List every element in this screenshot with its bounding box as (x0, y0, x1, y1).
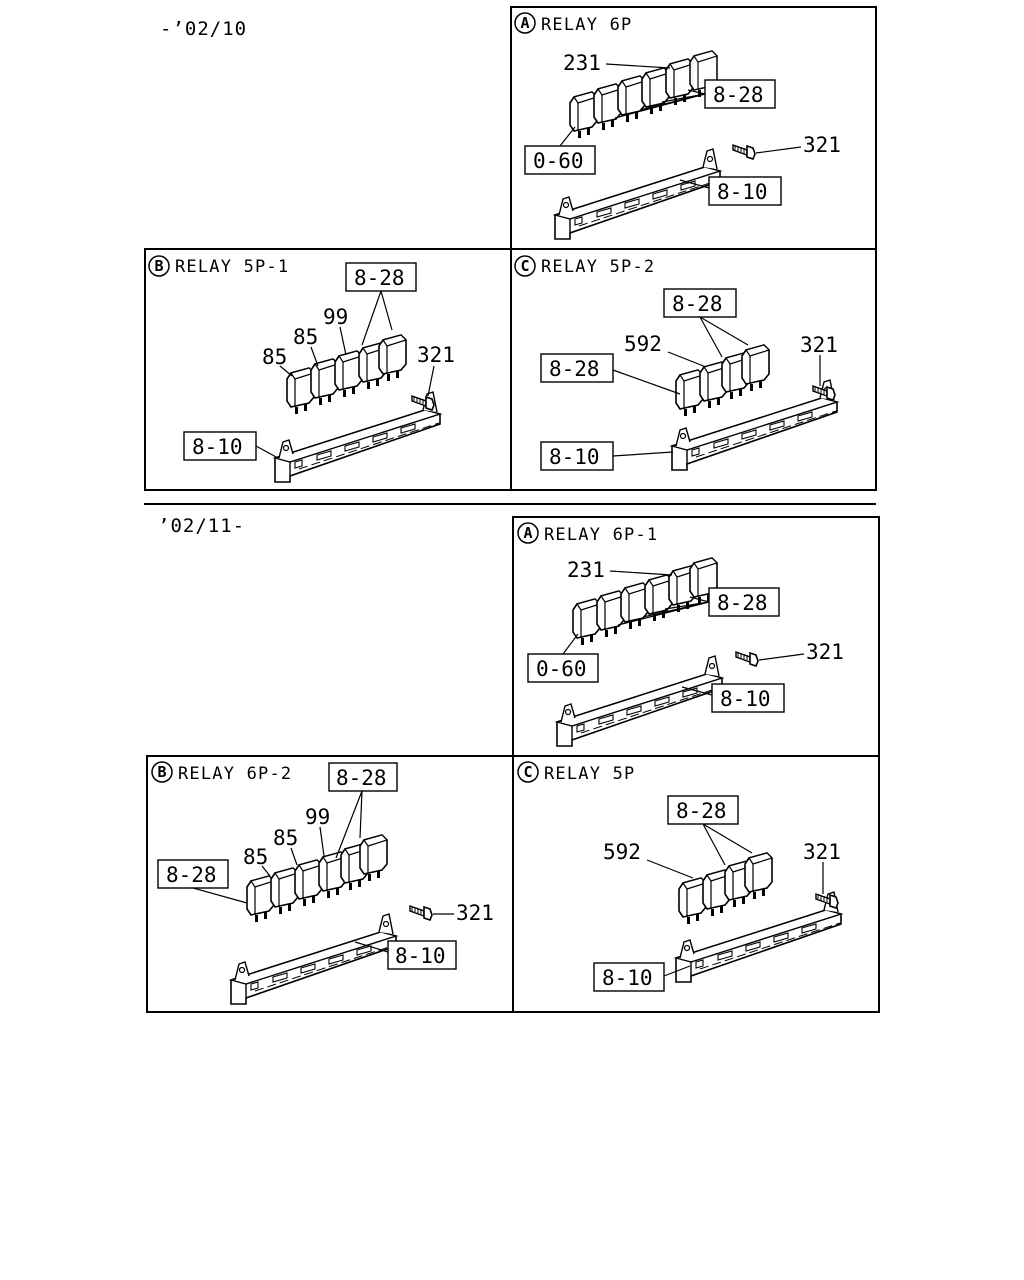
panel-title: RELAY 5P (544, 764, 635, 784)
panel-letter: A (523, 524, 532, 542)
label-8-10: 8-10 (602, 966, 653, 990)
label-321: 321 (456, 901, 494, 925)
period-label-late: ’02/11- (158, 515, 246, 537)
label-8-10: 8-10 (720, 687, 771, 711)
label-0-60: 0-60 (533, 149, 584, 173)
label-8-28-top: 8-28 (672, 292, 723, 316)
label-8-10: 8-10 (395, 944, 446, 968)
label-8-28-top: 8-28 (676, 799, 727, 823)
label-99: 99 (323, 305, 348, 329)
panel-letter: A (520, 14, 529, 32)
label-8-10: 8-10 (549, 445, 600, 469)
panel-title: RELAY 6P-1 (544, 525, 658, 545)
panel-relay-5p: C RELAY 5P 8-28 592 321 8-10 (512, 755, 880, 1013)
label-8-28-left: 8-28 (166, 863, 217, 887)
period-label-early: -’02/10 (160, 18, 248, 40)
panel-title: RELAY 6P (541, 15, 632, 35)
label-321: 321 (800, 333, 838, 357)
label-85-a: 85 (243, 845, 268, 869)
label-8-28: 8-28 (713, 83, 764, 107)
label-8-28-top: 8-28 (336, 766, 387, 790)
label-85-a: 85 (262, 345, 287, 369)
panel-relay-5p-1: B RELAY 5P-1 85 85 99 8-28 321 8-10 (144, 248, 512, 491)
label-85-b: 85 (293, 325, 318, 349)
panel-title: RELAY 5P-2 (541, 257, 655, 277)
panel-letter: B (154, 257, 163, 275)
label-592: 592 (603, 840, 641, 864)
label-99: 99 (305, 805, 330, 829)
label-8-28: 8-28 (354, 266, 405, 290)
panel-relay-6p-1: A RELAY 6P-1 231 8-28 0-60 8-10 321 (512, 516, 880, 757)
label-231: 231 (567, 558, 605, 582)
label-8-10: 8-10 (717, 180, 768, 204)
label-0-60: 0-60 (536, 657, 587, 681)
label-8-28-left: 8-28 (549, 357, 600, 381)
panel-relay-6p: A RELAY 6P 231 8-28 0-60 8-10 321 (510, 6, 877, 250)
panel-letter: B (157, 763, 166, 781)
label-231: 231 (563, 51, 601, 75)
label-321: 321 (803, 840, 841, 864)
panel-letter: C (520, 257, 529, 275)
label-8-28: 8-28 (717, 591, 768, 615)
label-321: 321 (417, 343, 455, 367)
label-321: 321 (806, 640, 844, 664)
label-8-10: 8-10 (192, 435, 243, 459)
panel-title: RELAY 6P-2 (178, 764, 292, 784)
panel-letter-circle (514, 12, 536, 34)
label-321: 321 (803, 133, 841, 157)
panel-relay-6p-2: B RELAY 6P-2 8-28 85 85 99 8-28 321 8-10 (146, 755, 514, 1013)
panel-title: RELAY 5P-1 (175, 257, 289, 277)
label-592: 592 (624, 332, 662, 356)
label-85-b: 85 (273, 826, 298, 850)
panel-relay-5p-2: C RELAY 5P-2 8-28 592 8-28 321 8-10 (510, 248, 877, 491)
panel-letter: C (523, 763, 532, 781)
